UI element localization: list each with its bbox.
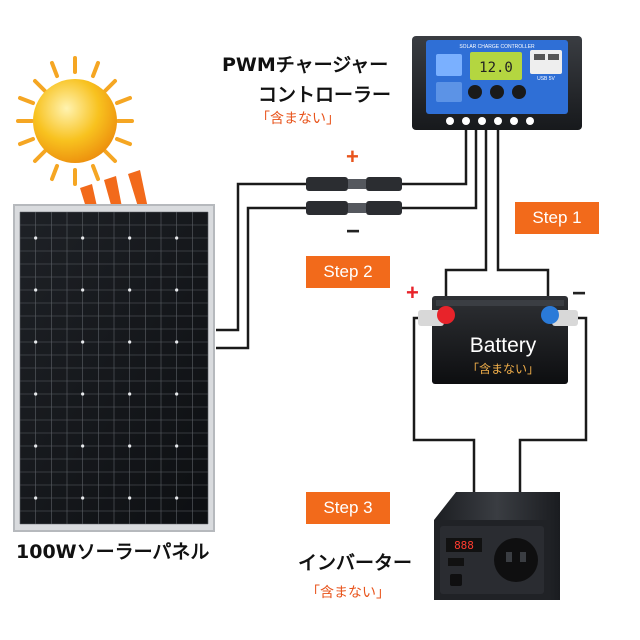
battery-label: Battery — [469, 334, 537, 357]
plus-sign-icon: + — [346, 144, 359, 169]
step-2-badge: Step 2 — [306, 256, 390, 288]
controller-not-included-note: 「含まない」 — [256, 111, 340, 127]
power-switch — [450, 574, 462, 586]
negative-terminal — [541, 306, 578, 326]
minus-sign-icon: − — [346, 218, 361, 245]
step-1-badge: Step 1 — [515, 202, 599, 234]
controller-display: 12.0 — [479, 60, 513, 76]
inverter-display: 888 — [454, 539, 474, 552]
charge-controller: SOLAR CHARGE CONTROLLER 12.0 USB 5V — [412, 36, 582, 130]
battery-plus-sign-icon: + — [406, 280, 419, 305]
inverter-label: インバーター — [298, 552, 413, 574]
battery-not-included-note: 「含まない」 — [466, 362, 539, 376]
controller-header-text: SOLAR CHARGE CONTROLLER — [459, 44, 535, 50]
wires — [216, 130, 588, 492]
inverter-not-included-note: 「含まない」 — [306, 585, 390, 601]
controller-button — [512, 85, 526, 99]
controller-usb-label: USB 5V — [537, 76, 555, 82]
inverter: 888 — [434, 492, 560, 600]
mc4-connector-positive — [306, 177, 402, 191]
battery-minus-sign-icon: − — [572, 280, 587, 307]
mc4-connector-negative — [306, 201, 402, 215]
ac-outlet — [494, 538, 538, 582]
sun-icon — [16, 56, 134, 186]
solar-panel-label: 100Wソーラーパネル — [16, 541, 210, 563]
step-3-badge: Step 3 — [306, 492, 390, 524]
controller-button — [490, 85, 504, 99]
battery — [418, 296, 578, 384]
positive-terminal — [418, 306, 455, 326]
usb-port — [448, 558, 464, 566]
controller-title: PWMチャージャー — [222, 54, 389, 76]
controller-title-line2: コントローラー — [258, 84, 392, 106]
controller-button — [468, 85, 482, 99]
solar-panel — [13, 204, 215, 532]
